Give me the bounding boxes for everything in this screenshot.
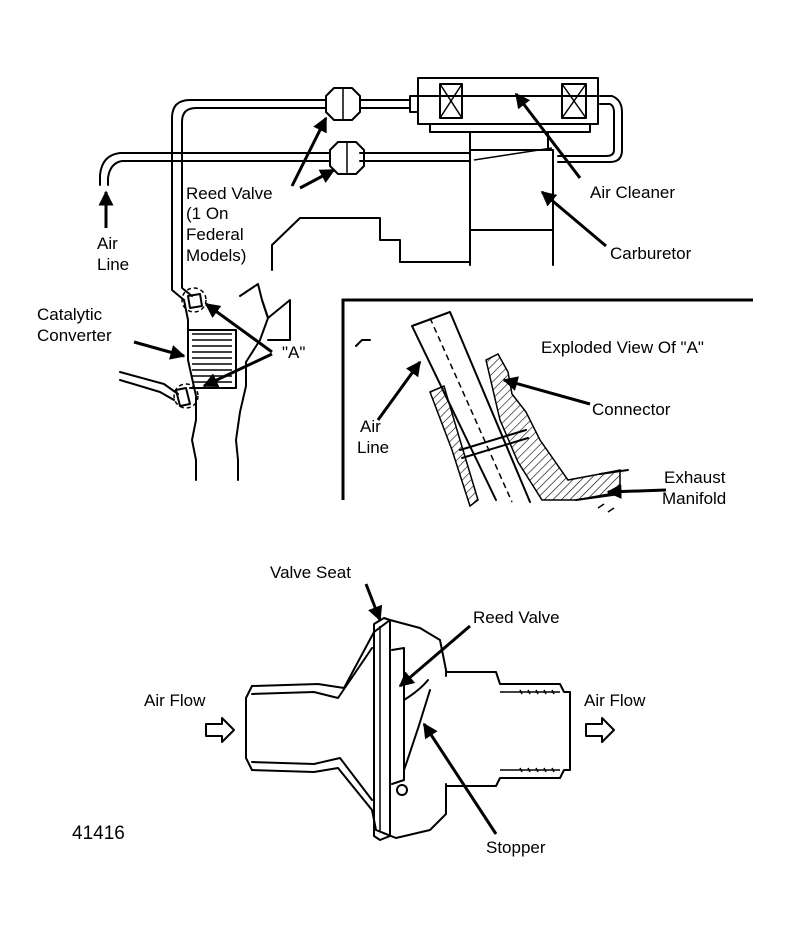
exploded-view-title: Exploded View Of "A" (541, 338, 704, 357)
carburetor-label: Carburetor (610, 244, 692, 263)
upper-air-line (171, 95, 623, 301)
air-flow-out-label: Air Flow (584, 691, 646, 710)
reed-valve-label-line2: (1 On (186, 204, 229, 223)
air-flow-in-label: Air Flow (144, 691, 206, 710)
exploded-view-inset (341, 298, 753, 513)
carburetor-pointer (540, 190, 607, 248)
reed-valve-label-line1: Reed Valve (186, 184, 273, 203)
air-cleaner-pointer (514, 92, 582, 179)
point-a-label: "A" (282, 343, 305, 362)
stopper-label: Stopper (486, 838, 546, 857)
inset-air-line-label-line1: Air (360, 417, 381, 436)
exhaust-label-line2: Manifold (662, 489, 726, 508)
carburetor-drawing (271, 147, 554, 271)
reed-valve-label-line4: Models) (186, 246, 246, 265)
point-a-pointers (202, 302, 273, 388)
connector-label: Connector (592, 400, 671, 419)
lower-air-line (99, 152, 471, 186)
reed-valve-label-line3: Federal (186, 225, 244, 244)
air-line-label-line2: Line (97, 255, 129, 274)
reed-valve-cross-section (205, 583, 615, 841)
air-line-label-line1: Air (97, 234, 118, 253)
figure-number: 41416 (72, 823, 125, 844)
valve-seat-label: Valve Seat (270, 563, 351, 582)
reed-valve-upper (325, 87, 361, 121)
reed-valve-lower (329, 141, 365, 175)
catalytic-label-line2: Converter (37, 326, 112, 345)
catalytic-pointer (133, 340, 186, 360)
exhaust-label-line1: Exhaust (664, 468, 726, 487)
catalytic-label-line1: Catalytic (37, 305, 103, 324)
exhaust-pipe-drawing (119, 283, 291, 481)
reed-valve-pointers (290, 116, 336, 190)
top-assembly (98, 77, 623, 481)
air-cleaner-label: Air Cleaner (590, 183, 675, 202)
reed-valve-bottom-label: Reed Valve (473, 608, 560, 627)
air-cleaner-drawing (417, 77, 599, 151)
inset-air-line-label-line2: Line (357, 438, 389, 457)
